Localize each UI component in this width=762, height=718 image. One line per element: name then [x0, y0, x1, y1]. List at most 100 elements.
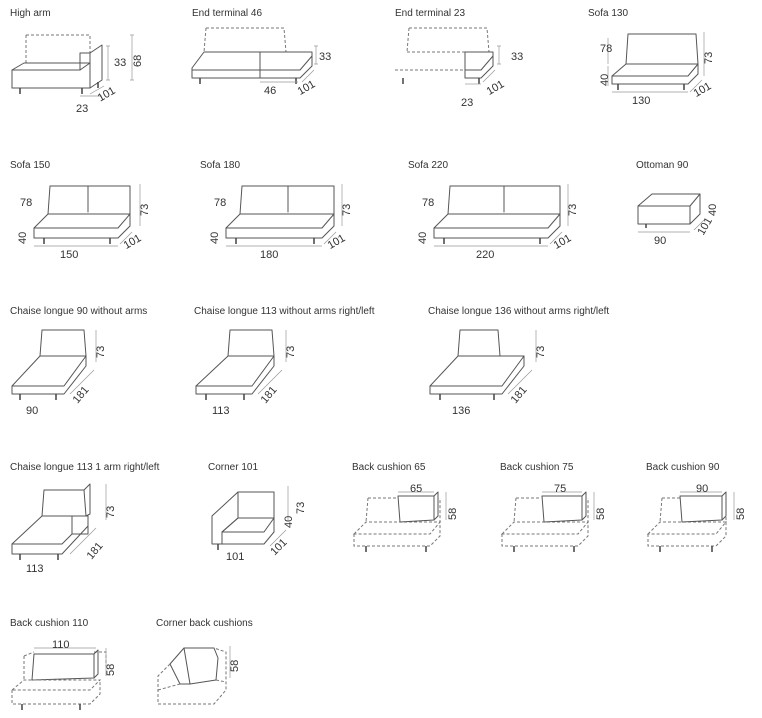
module-back-cushion-75: Back cushion 75 75 58	[500, 462, 640, 587]
dim-label: 90	[26, 405, 38, 417]
dim-label: 73	[295, 502, 307, 514]
module-title: Corner 101	[208, 462, 259, 473]
dim-label: 73	[535, 346, 547, 358]
module-title: Sofa 130	[588, 8, 629, 19]
dim-label: 130	[632, 95, 650, 107]
dim-label: 220	[476, 249, 494, 261]
module-drawing: 73 181 90	[11, 329, 107, 417]
dim-label: 78	[214, 197, 226, 209]
dim-label: 23	[461, 97, 473, 109]
dim-label: 75	[554, 483, 566, 495]
module-sofa-220: Sofa 220 78 73 40 101 220	[408, 160, 598, 270]
module-title: Chaise longue 136 without arms right/lef…	[428, 306, 610, 317]
module-drawing: 73 40 101 101	[211, 486, 307, 563]
module-end-terminal-23: End terminal 23 33 101 23	[395, 8, 555, 128]
dim-label: 90	[654, 235, 666, 247]
module-sofa-130: Sofa 130 78 73 40 101 130	[588, 8, 758, 128]
dim-label: 181	[71, 384, 92, 406]
dim-label: 40	[209, 232, 221, 244]
module-drawing: 78 73 40 101 220	[417, 184, 579, 261]
module-drawing: 73 181 136	[429, 329, 547, 417]
module-title: Back cushion 75	[500, 462, 574, 473]
dim-label: 68	[132, 55, 144, 67]
dim-label: 65	[410, 483, 422, 495]
dim-label: 40	[599, 74, 611, 86]
module-chaise-136: Chaise longue 136 without arms right/lef…	[428, 306, 658, 426]
module-back-cushion-110: Back cushion 110 110 58	[10, 618, 140, 716]
dim-label: 136	[452, 405, 470, 417]
dim-label: 73	[703, 52, 715, 64]
dim-label: 78	[20, 197, 32, 209]
dim-label: 78	[422, 197, 434, 209]
module-title: Back cushion 110	[10, 618, 89, 629]
dim-label: 40	[283, 516, 295, 528]
dim-label: 180	[260, 249, 278, 261]
module-chaise-113-1-arm: Chaise longue 113 1 arm right/left 73 18…	[10, 462, 200, 587]
module-back-cushion-90: Back cushion 90 90 58	[646, 462, 758, 587]
module-drawing: 78 73 40 101 180	[209, 184, 353, 261]
module-sofa-180: Sofa 180 78 73 40 101 180	[200, 160, 380, 270]
module-drawing: 78 73 40 101 150	[17, 184, 151, 261]
dim-label: 58	[595, 508, 607, 520]
dim-label: 73	[567, 204, 579, 216]
module-drawing: 65 58	[352, 483, 459, 552]
dim-label: 33	[319, 51, 331, 63]
module-drawing: 33 101 46	[191, 27, 331, 98]
module-drawing: 73 181 113	[11, 483, 117, 575]
dim-label: 181	[509, 384, 530, 406]
dim-label: 73	[95, 346, 107, 358]
module-drawing: 78 73 40 101 130	[599, 32, 715, 107]
dim-label: 101	[122, 232, 144, 252]
module-drawing: 58	[157, 646, 241, 705]
dim-label: 101	[268, 537, 289, 558]
module-drawing: 33 101 23	[395, 27, 523, 109]
dim-label: 101	[226, 551, 244, 563]
module-title: Sofa 150	[10, 160, 51, 171]
module-title: End terminal 46	[192, 8, 263, 19]
dim-label: 46	[264, 85, 276, 97]
module-title: Back cushion 65	[352, 462, 426, 473]
module-title: Sofa 220	[408, 160, 449, 171]
dim-label: 40	[417, 232, 429, 244]
module-title: Corner back cushions	[156, 618, 253, 629]
dim-label: 33	[511, 51, 523, 63]
dim-label: 58	[447, 508, 459, 520]
module-end-terminal-46: End terminal 46 33 101 46	[191, 8, 352, 128]
module-corner-101: Corner 101 73 40 101 101	[208, 462, 338, 587]
dim-label: 101	[695, 216, 715, 238]
dim-label: 101	[326, 232, 348, 252]
dim-label: 101	[552, 232, 574, 252]
dim-label: 90	[696, 483, 708, 495]
dim-label: 181	[85, 540, 106, 562]
module-title: Chaise longue 113 without arms right/lef…	[194, 306, 375, 317]
module-ottoman-90: Ottoman 90 40 101 90	[636, 160, 756, 270]
module-title: Back cushion 90	[646, 462, 720, 473]
dim-label: 101	[296, 78, 318, 98]
dim-label: 33	[114, 57, 126, 69]
dim-label: 23	[76, 103, 88, 115]
dim-label: 40	[17, 232, 29, 244]
dim-label: 40	[707, 204, 719, 216]
module-drawing: 90 58	[646, 483, 747, 552]
module-title: High arm	[10, 8, 51, 19]
module-drawing: 73 181 113	[195, 329, 297, 417]
dim-label: 58	[229, 660, 241, 672]
dim-label: 113	[212, 405, 230, 417]
dim-label: 73	[105, 506, 117, 518]
dim-label: 58	[735, 508, 747, 520]
dim-label: 73	[139, 204, 151, 216]
module-back-cushion-65: Back cushion 65 65 58	[352, 462, 492, 587]
dim-label: 150	[60, 249, 78, 261]
dim-label: 101	[692, 80, 714, 100]
dim-label: 101	[485, 78, 507, 98]
dim-label: 113	[26, 563, 44, 575]
module-chaise-113: Chaise longue 113 without arms right/lef…	[194, 306, 414, 426]
dim-label: 78	[600, 43, 612, 55]
dim-label: 58	[105, 664, 117, 676]
module-title: Chaise longue 113 1 arm right/left	[10, 462, 160, 473]
module-title: Sofa 180	[200, 160, 241, 171]
dim-label: 73	[341, 204, 353, 216]
module-title: End terminal 23	[395, 8, 466, 19]
module-drawing: 40 101 90	[637, 193, 719, 247]
